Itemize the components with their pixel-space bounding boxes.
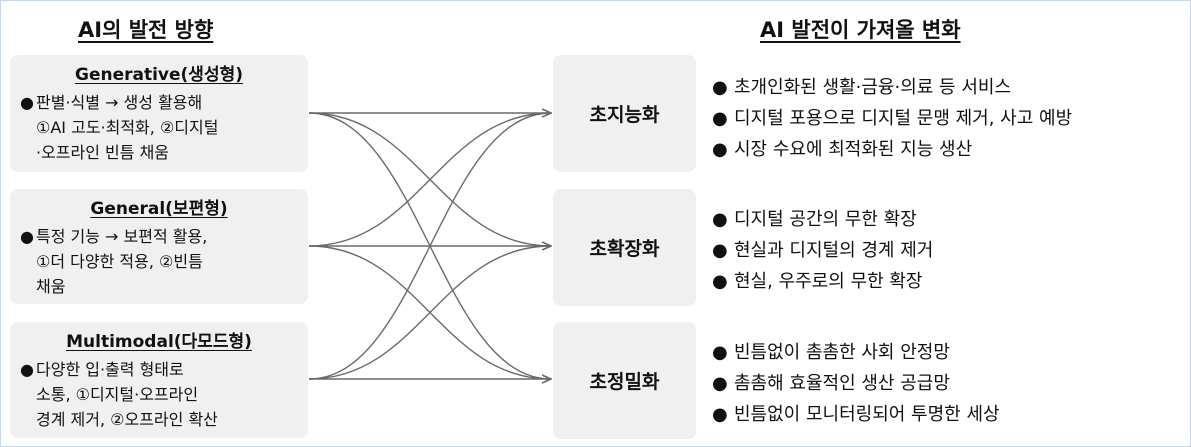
direction-line: 경계 제거, ②오프라인 확산 bbox=[36, 410, 218, 429]
change-box-super-precision: 초정밀화 bbox=[553, 322, 696, 439]
direction-box-general: General(보편형) ● 특정 기능 → 보편적 활용, ①더 다양한 적용… bbox=[10, 189, 308, 304]
change-item: 디지털 공간의 무한 확장 bbox=[734, 209, 917, 230]
connector-2-0 bbox=[308, 113, 551, 380]
change-item: 시장 수요에 최적화된 지능 생산 bbox=[734, 139, 973, 160]
bullet-icon: ● bbox=[20, 93, 34, 112]
bullet-icon: ● bbox=[712, 342, 728, 363]
right-heading: AI 발전이 가져올 변화 bbox=[760, 18, 961, 42]
connector-1-0 bbox=[308, 113, 551, 247]
bullet-icon: ● bbox=[712, 77, 728, 98]
bullet-icon: ● bbox=[712, 139, 728, 160]
direction-title: Generative(생성형) bbox=[75, 65, 243, 85]
bullet-icon: ● bbox=[712, 404, 728, 425]
bullet-icon: ● bbox=[712, 108, 728, 129]
direction-title: Multimodal(다모드형) bbox=[66, 332, 252, 352]
change-list-super-precision: ● 빈틈없이 촘촘한 사회 안정망 ● 촘촘해 효율적인 생산 공급망 ● 빈틈없이 … bbox=[712, 337, 1182, 430]
direction-box-multimodal: Multimodal(다모드형) ● 다양한 입·출력 형태로 소통, ①디지털… bbox=[10, 322, 308, 438]
change-item: 디지털 포용으로 디지털 문맹 제거, 사고 예방 bbox=[734, 108, 1073, 129]
change-item: 빈틈없이 모니터링되어 투명한 세상 bbox=[734, 404, 1000, 425]
direction-box-generative: Generative(생성형) ● 판별·식별 → 생성 활용해 ①AI 고도·… bbox=[10, 55, 308, 172]
direction-line: 다양한 입·출력 형태로 bbox=[36, 360, 184, 379]
bullet-icon: ● bbox=[712, 271, 728, 292]
change-item: 현실, 우주로의 무한 확장 bbox=[734, 271, 923, 292]
bullet-icon: ● bbox=[712, 240, 728, 261]
change-item: 현실과 디지털의 경계 제거 bbox=[734, 240, 934, 261]
direction-line: 소통, ①디지털·오프라인 bbox=[36, 385, 199, 404]
change-item: 촘촘해 효율적인 생산 공급망 bbox=[734, 373, 950, 394]
change-box-super-expansion: 초확장화 bbox=[553, 189, 696, 306]
connector-2-1 bbox=[308, 246, 551, 380]
direction-line: 특정 기능 → 보편적 활용, bbox=[36, 227, 208, 246]
change-box-super-intelligence: 초지능화 bbox=[553, 55, 696, 172]
bullet-icon: ● bbox=[712, 373, 728, 394]
direction-line: ·오프라인 빈틈 채움 bbox=[36, 143, 170, 162]
direction-line: 판별·식별 → 생성 활용해 bbox=[36, 93, 203, 112]
bullet-icon: ● bbox=[712, 209, 728, 230]
left-heading: AI의 발전 방향 bbox=[78, 18, 214, 42]
change-item: 빈틈없이 촘촘한 사회 안정망 bbox=[734, 342, 950, 363]
bullet-icon: ● bbox=[20, 227, 34, 246]
change-list-super-intelligence: ● 초개인화된 생활·금융·의료 등 서비스 ● 디지털 포용으로 디지털 문맹 제… bbox=[712, 72, 1182, 165]
direction-line: ①AI 고도·최적화, ②디지털 bbox=[36, 118, 219, 137]
direction-line: ①더 다양한 적용, ②빈틈 bbox=[36, 252, 203, 271]
change-list-super-expansion: ● 디지털 공간의 무한 확장 ● 현실과 디지털의 경계 제거 ● 현실, 우주로의… bbox=[712, 204, 1182, 297]
direction-title: General(보편형) bbox=[90, 199, 228, 219]
change-item: 초개인화된 생활·금융·의료 등 서비스 bbox=[734, 77, 1012, 98]
bullet-icon: ● bbox=[20, 360, 34, 379]
direction-line: 채움 bbox=[36, 277, 66, 296]
